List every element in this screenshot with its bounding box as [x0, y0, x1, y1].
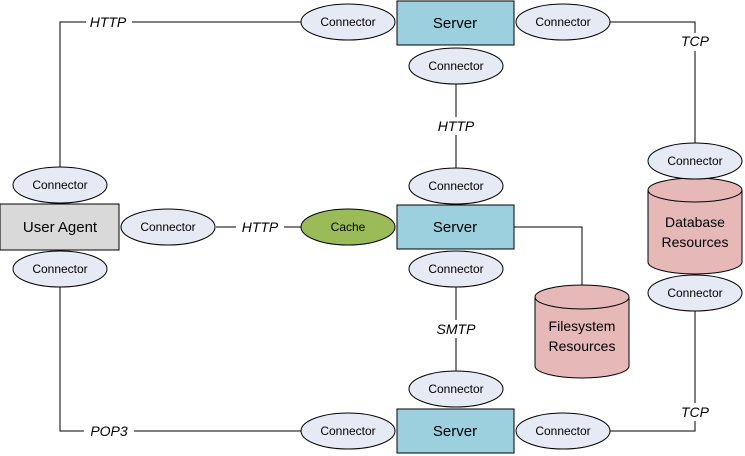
server-middle-label: Server [433, 219, 477, 236]
database-resources[interactable]: Database Resources [647, 177, 743, 275]
connector-label: Connector [140, 220, 195, 234]
connector-label: Connector [32, 262, 87, 276]
connector-ua-top[interactable]: Connector [12, 166, 108, 204]
connector-label: Connector [667, 154, 722, 168]
protocol-middle-vertical: SMTP [437, 321, 477, 337]
database-label-line1: Database [665, 214, 725, 230]
connector-bottom-server-right[interactable]: Connector [515, 412, 611, 450]
server-middle[interactable]: Server [396, 204, 515, 250]
line-top-server-db [595, 21, 696, 145]
connector-bottom-server-left[interactable]: Connector [300, 412, 396, 450]
server-bottom[interactable]: Server [396, 408, 515, 454]
connector-label: Connector [667, 286, 722, 300]
connector-top-server-right[interactable]: Connector [515, 3, 611, 41]
line-middle-server-fs [514, 226, 583, 290]
connector-middle-server-bottom[interactable]: Connector [408, 250, 504, 288]
user-agent-label: User Agent [23, 219, 98, 236]
connectors: Connector Connector Connector Connector … [12, 3, 743, 450]
connector-top-server-bottom[interactable]: Connector [408, 47, 504, 85]
cache-node[interactable]: Cache [300, 208, 396, 246]
server-top[interactable]: Server [396, 0, 515, 46]
connector-label: Connector [535, 15, 590, 29]
connector-label: Connector [535, 424, 590, 438]
connector-db-bottom[interactable]: Connector [647, 274, 743, 312]
connector-label: Connector [320, 424, 375, 438]
protocol-bottom-right: TCP [681, 404, 710, 420]
filesystem-resources[interactable]: Filesystem Resources [534, 284, 630, 379]
connector-middle-server-top[interactable]: Connector [408, 167, 504, 205]
filesystem-label-line1: Filesystem [549, 318, 616, 334]
protocol-middle-left: HTTP [242, 219, 279, 235]
connector-bottom-server-top[interactable]: Connector [408, 370, 504, 408]
filesystem-label-line2: Resources [549, 338, 616, 354]
connector-ua-bottom[interactable]: Connector [12, 250, 108, 288]
connector-db-top[interactable]: Connector [647, 142, 743, 180]
connector-label: Connector [320, 15, 375, 29]
connector-top-server-left[interactable]: Connector [300, 3, 396, 41]
connector-label: Connector [428, 179, 483, 193]
server-bottom-label: Server [433, 423, 477, 440]
line-ua-bottom-server [59, 286, 302, 432]
protocol-bottom-left: POP3 [90, 423, 128, 439]
connector-label: Connector [32, 178, 87, 192]
protocol-top-right: TCP [681, 33, 710, 49]
line-bottom-server-db [597, 310, 696, 432]
connector-ua-right[interactable]: Connector [120, 208, 216, 246]
user-agent[interactable]: User Agent [0, 203, 120, 251]
connector-label: Connector [428, 382, 483, 396]
connector-label: Connector [428, 59, 483, 73]
line-ua-top-server [59, 21, 302, 168]
protocol-top-vertical: HTTP [438, 118, 475, 134]
cache-label: Cache [331, 220, 366, 234]
server-top-label: Server [433, 15, 477, 32]
database-label-line2: Resources [662, 234, 729, 250]
protocol-labels: HTTP TCP HTTP HTTP SMTP POP3 TCP [84, 13, 716, 440]
protocol-top-left: HTTP [90, 14, 127, 30]
connector-label: Connector [428, 262, 483, 276]
